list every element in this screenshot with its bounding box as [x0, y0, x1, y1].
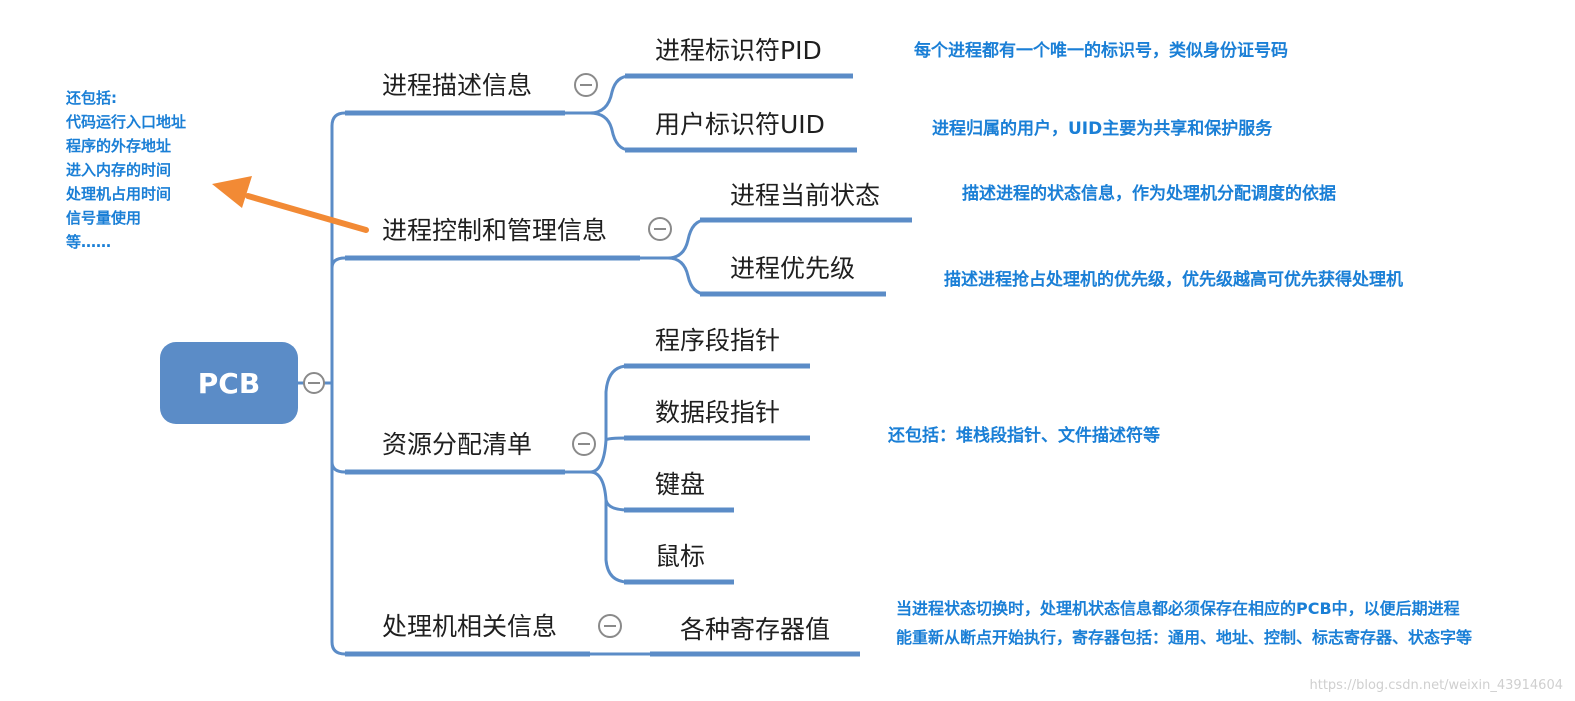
child-label-current-state[interactable]: 进程当前状态 — [730, 181, 881, 210]
branch-label-process-control[interactable]: 进程控制和管理信息 — [382, 216, 608, 245]
side-note-extra-fields: 还包括: 代码运行入口地址 程序的外存地址 进入内存的时间 处理机占用时间 信号… — [66, 89, 187, 251]
spine-to-b2 — [330, 256, 346, 269]
spine-to-b3 — [330, 461, 346, 474]
b2-collapse-icon[interactable] — [648, 217, 672, 241]
child-label-keyboard[interactable]: 键盘 — [655, 470, 706, 499]
branch-label-processor-info[interactable]: 处理机相关信息 — [382, 612, 558, 641]
watermark: https://blog.csdn.net/weixin_43914604 — [1309, 678, 1563, 693]
root-node-box[interactable] — [160, 342, 298, 424]
root-collapse-icon[interactable] — [303, 372, 325, 394]
child-label-data-segment-pointer[interactable]: 数据段指针 — [655, 398, 781, 427]
branch-label-process-description[interactable]: 进程描述信息 — [382, 71, 533, 100]
note-resource-extra: 还包括：堆栈段指针、文件描述符等 — [888, 426, 1160, 446]
child-label-program-segment-pointer[interactable]: 程序段指针 — [655, 326, 781, 355]
branch-label-resource-list[interactable]: 资源分配清单 — [382, 430, 533, 459]
orange-arrow-icon — [212, 176, 369, 233]
b3-collapse-icon[interactable] — [572, 432, 596, 456]
child-label-pid[interactable]: 进程标识符PID — [655, 36, 822, 65]
note-processor-info: 当进程状态切换时，处理机状态信息都必须保存在相应的PCB中，以便后期进程 能重新… — [896, 599, 1473, 647]
child-label-mouse[interactable]: 鼠标 — [655, 542, 706, 571]
b1-connector — [565, 74, 631, 152]
note-pid: 每个进程都有一个唯一的标识号，类似身份证号码 — [914, 41, 1288, 61]
b2-connector — [640, 218, 707, 296]
child-label-uid[interactable]: 用户标识符UID — [655, 110, 825, 139]
note-priority: 描述进程抢占处理机的优先级，优先级越高可优先获得处理机 — [944, 270, 1403, 290]
note-current-state: 描述进程的状态信息，作为处理机分配调度的依据 — [962, 184, 1336, 204]
b4-collapse-icon[interactable] — [598, 614, 622, 638]
child-label-registers[interactable]: 各种寄存器值 — [680, 615, 831, 644]
root-spine — [330, 111, 346, 656]
root-node-label[interactable]: PCB — [197, 366, 261, 400]
child-label-priority[interactable]: 进程优先级 — [730, 254, 856, 283]
b3-connector — [565, 364, 629, 584]
b1-collapse-icon[interactable] — [574, 73, 598, 97]
note-uid: 进程归属的用户，UID主要为共享和保护服务 — [932, 119, 1273, 139]
